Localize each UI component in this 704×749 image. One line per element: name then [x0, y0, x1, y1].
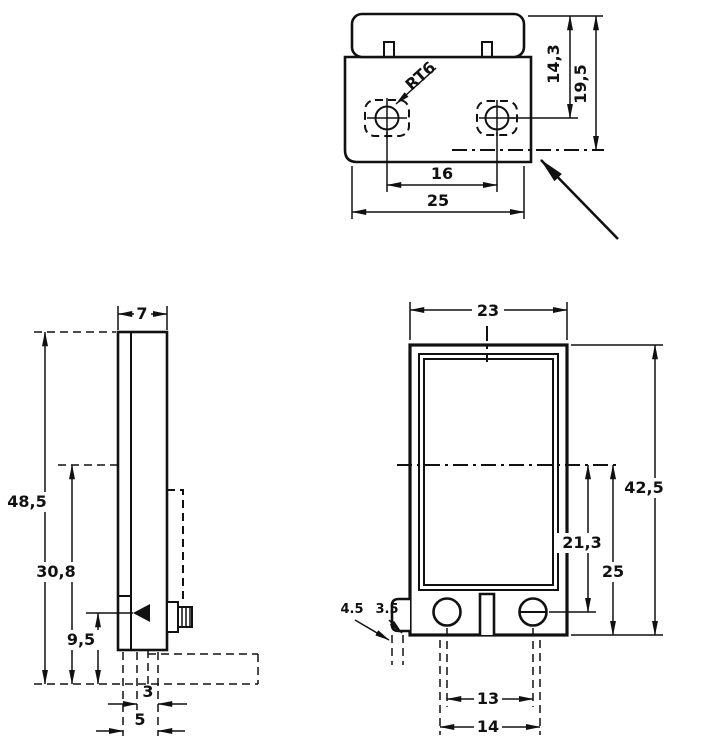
housing-cap [350, 12, 526, 59]
mount-hole-front-left [432, 597, 462, 627]
dim-label-30-8: 30,8 [36, 562, 75, 581]
dim-label-4-5: 4.5 [340, 602, 363, 617]
dim-foot-height-9-5: 9,5 [61, 612, 103, 685]
dim-label-5: 5 [134, 710, 145, 729]
mount-boss [166, 601, 179, 633]
dim-tab-callouts: 4.5 3.5 [340, 602, 403, 641]
dim-foot-width-5: 5 [96, 710, 185, 734]
dim-label-48-5: 48,5 [7, 492, 46, 511]
dim-hole-spacing-16: 16 [386, 132, 498, 192]
side-view: 7 48,5 30,8 9,5 3 5 [2, 304, 259, 736]
dim-width-25: 25 [351, 166, 525, 219]
reflector-facet-area [423, 358, 554, 586]
dim-foot-depth-3: 3 [108, 682, 187, 707]
dim-label-25-top: 25 [427, 191, 449, 210]
view-direction-arrow [540, 159, 619, 240]
dim-label-13: 13 [477, 689, 499, 708]
dim-label-42-5: 42,5 [624, 478, 663, 497]
dim-top-to-hole-14-3: 14,3 [510, 15, 603, 119]
dim-label-7: 7 [136, 304, 147, 323]
dim-total-height-42-5: 42,5 [571, 344, 672, 636]
reflector-frame [418, 353, 559, 591]
dim-hole-spacing-13: 13 [446, 628, 534, 708]
dim-label-19-5: 19,5 [571, 64, 590, 103]
dim-label-3: 3 [142, 682, 153, 701]
mount-pointer [133, 604, 150, 622]
bracket-hidden-outline [167, 489, 184, 600]
top-view: RT6 16 25 14,3 19,5 [343, 12, 619, 240]
dim-axis-to-hole-21-3: 21,3 [549, 464, 607, 613]
dim-label-3-5: 3.5 [375, 602, 398, 617]
foot-hidden-outline [34, 650, 259, 685]
front-view: 23 42,5 25 21,3 13 [340, 301, 672, 736]
dim-label-23: 23 [477, 301, 499, 320]
reflector-plate-side [116, 330, 169, 652]
dim-axis-to-base-25: 25 [597, 464, 630, 636]
dim-thickness-7: 7 [117, 304, 168, 330]
dim-label-14-3: 14,3 [544, 44, 563, 83]
dim-label-14: 14 [477, 717, 499, 736]
mounting-hole-right [476, 100, 518, 136]
dim-width-23: 23 [409, 301, 568, 340]
center-notch [478, 592, 496, 635]
cap-clips [383, 41, 493, 57]
dim-label-21-3: 21,3 [562, 533, 601, 552]
dim-total-height-48-5: 48,5 [2, 331, 54, 685]
dim-slot-spacing-14: 14 [439, 640, 541, 736]
dim-top-to-base-19-5: 19,5 [571, 15, 599, 151]
dim-label-16: 16 [431, 164, 453, 183]
dim-label-9-5: 9,5 [67, 630, 95, 649]
dim-label-25-front: 25 [602, 562, 624, 581]
